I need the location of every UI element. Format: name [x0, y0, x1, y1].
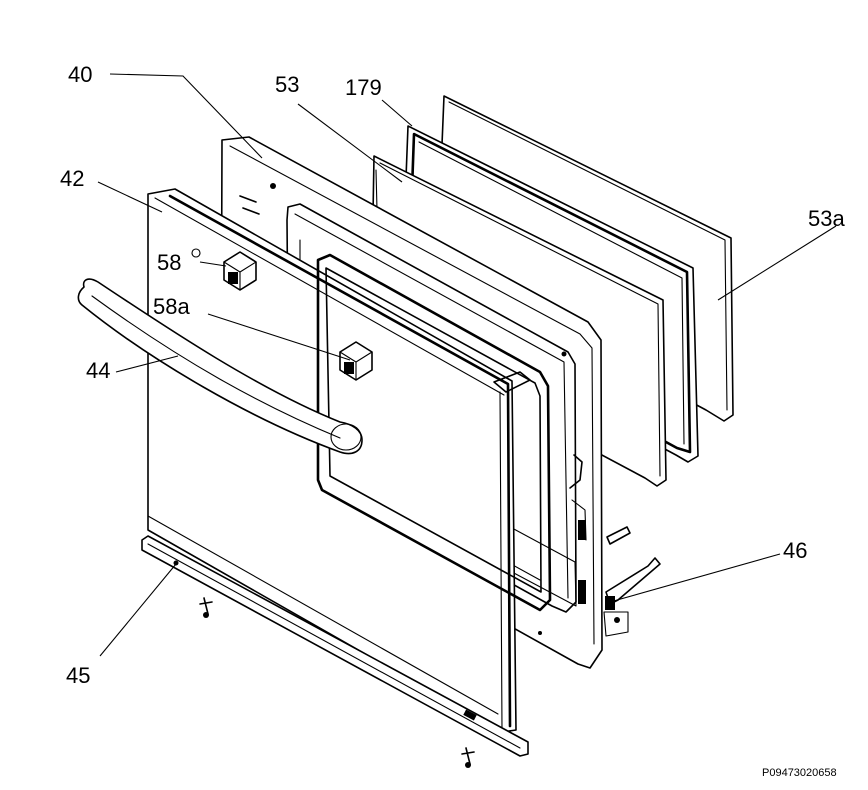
screws [173, 560, 475, 768]
leader-lines [97, 73, 837, 657]
callout-40: 40 [68, 62, 92, 87]
callout-58: 58 [157, 250, 181, 275]
handle-support-58a [339, 341, 373, 381]
hinge-46 [603, 526, 661, 637]
callout-45: 45 [66, 663, 90, 688]
callout-42: 42 [60, 166, 84, 191]
handle-support-58 [223, 251, 257, 291]
drawing-code: P09473020658 [762, 767, 837, 779]
callout-46: 46 [783, 538, 807, 563]
callout-179: 179 [345, 75, 382, 100]
bottom-trim-45 [141, 535, 529, 757]
callout-labels: 40 53 179 42 53a 58 58a 44 46 45 [60, 62, 845, 688]
door-handle-44 [77, 278, 363, 455]
callout-44: 44 [86, 358, 110, 383]
callout-53a: 53a [808, 206, 845, 231]
callout-58a: 58a [153, 294, 190, 319]
callout-53: 53 [275, 72, 299, 97]
